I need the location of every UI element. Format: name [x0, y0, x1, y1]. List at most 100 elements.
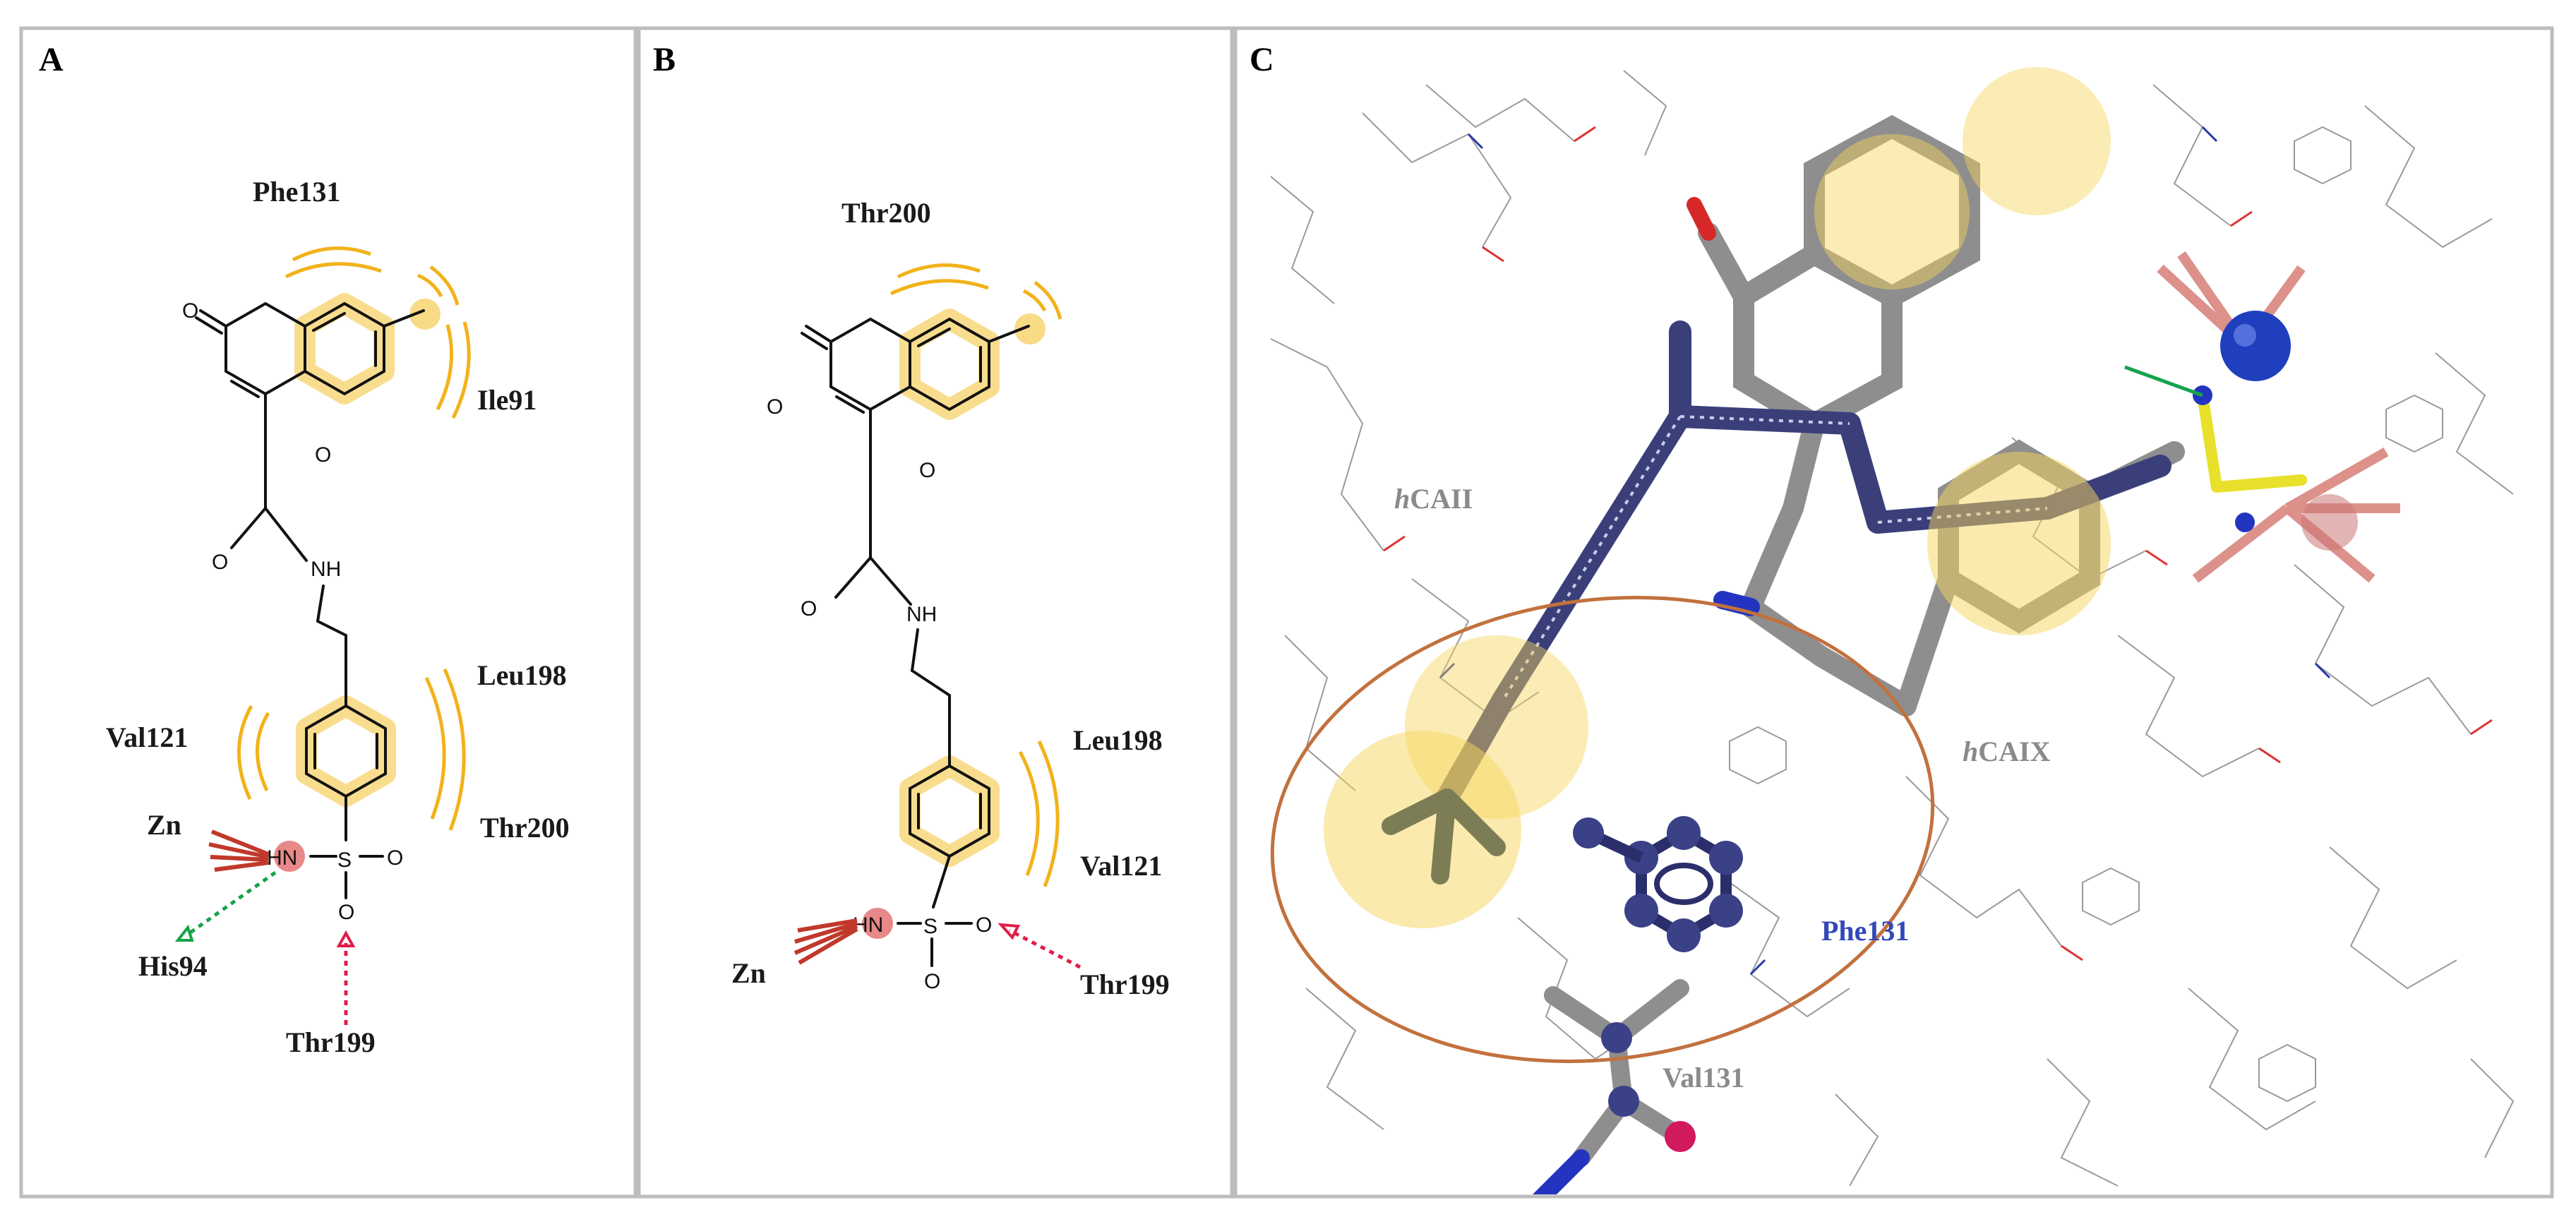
panel-a-hydrophobic-arc-ile91: [451, 321, 471, 419]
panel-a-zn-contact: [214, 861, 269, 872]
panel-b-atom-o-down: O: [924, 970, 940, 993]
panel-b-hbond-arrow-thr199: [998, 923, 1021, 940]
panel-a-atom-o-right: O: [387, 846, 403, 870]
panel-a-hbond-arrow-thr199: [336, 930, 356, 947]
panel-a-amide-co-bond: [230, 507, 267, 549]
panel-a-double-bond: [230, 380, 260, 398]
panel-c-phe131-atom: [1709, 894, 1743, 928]
panel-a-atom-ring-o: O: [315, 443, 331, 467]
panel-a-methyl-bond: [383, 309, 425, 328]
panel-b-methyl-bond: [988, 325, 1030, 343]
panel-b-atom-hn: HN: [853, 913, 883, 937]
panel-a-atom-hn: HN: [267, 846, 297, 870]
panel-b-atom-o-right: O: [976, 913, 992, 937]
panel-b-diagram: O O O NH S HN O O Thr200 Leu: [731, 197, 1170, 1000]
panel-b-label-thr200: Thr200: [841, 197, 931, 229]
panel-c-letter: C: [1250, 41, 1274, 78]
panel-b-cs-bond: [932, 855, 951, 909]
panel-a-linker-bond: [316, 584, 325, 623]
panel-c-protein-wireframe: [1270, 70, 2515, 1187]
panel-b-zn-contact: [798, 927, 858, 965]
panel-a-atom-s: S: [337, 849, 352, 872]
panel-b-hbond-thr199: [1008, 928, 1082, 969]
panel-b-hydrophobic-arc-methyl: [1034, 280, 1062, 320]
panel-c-o-sphere: [2301, 494, 2358, 551]
panel-a-double-bond: [312, 312, 346, 332]
panel-c-label-hcaix: hCAIX: [1963, 736, 2051, 767]
panel-a-frame: [19, 26, 637, 1199]
panel-a-hydrophobic-arc-methyl: [417, 273, 443, 298]
panel-a-label-thr199: Thr199: [286, 1026, 376, 1058]
panel-b-atom-ring-o: O: [919, 459, 935, 482]
panel-c-cf3-group: [1382, 789, 1506, 885]
panel-a-letter: A: [39, 41, 64, 78]
panel-b-double-bond: [917, 328, 951, 347]
panel-b-label-val121: Val121: [1080, 850, 1162, 882]
panel-b-zn-contact: [797, 918, 858, 933]
panel-b-linker-bond: [911, 669, 951, 697]
panel-a-hydrophobic-arc-methyl: [429, 265, 460, 306]
panel-b-atom-s: S: [923, 915, 937, 938]
panel-b-methyl-highlight: [1014, 313, 1046, 344]
panel-a-zn-contact: [210, 829, 270, 856]
panel-a-pyrone-ring: [224, 301, 306, 396]
panel-b-atom-amide-nh: NH: [906, 603, 937, 626]
panel-b-frame: [637, 26, 1234, 1199]
panel-b-zn-contact: [794, 921, 858, 944]
panel-c-phe131-atom: [1709, 841, 1743, 875]
panel-c-render: hCAII hCAIX Phe131 Val131: [1270, 67, 2515, 1194]
panel-b-hydrophobic-arc-thr200: [889, 279, 989, 296]
panel-b-zn-contact: [793, 924, 858, 955]
panel-c-highlight-ellipse: [1270, 596, 1935, 1063]
panel-a-hydrophobic-arc-phe131: [292, 246, 371, 262]
panel-c-hydrophobic-sphere: [1927, 452, 2111, 635]
panel-b-nh-highlight: [862, 908, 893, 939]
panel-c-label-val131: Val131: [1663, 1062, 1744, 1093]
panel-a-linker-bond: [316, 620, 347, 637]
panel-c-ligand-amide-n: [1713, 591, 1760, 616]
panel-c-wire-nitrogens: [1439, 126, 2331, 976]
panel-a-zn-contact: [210, 855, 269, 862]
panel-a-label-zn: Zn: [147, 809, 181, 841]
panel-c-phe131-atom: [1667, 816, 1701, 850]
panel-a-diagram: O O O NH S HN O O: [106, 176, 570, 1058]
panel-b-label-zn: Zn: [731, 957, 766, 989]
panel-a-label-phe131: Phe131: [253, 176, 340, 208]
panel-a-amide-cn-bond: [264, 507, 308, 562]
panel-c-hydrophobic-sphere: [1963, 67, 2111, 215]
panel-c-phe131-atom: [1667, 918, 1701, 952]
panel-b-ketone-bond: [805, 325, 832, 343]
panel-c-phe131-atom: [1573, 817, 1604, 849]
panel-a-label-leu198: Leu198: [477, 659, 567, 691]
panel-c-label-hcaii: hCAII: [1394, 483, 1473, 515]
panel-a-ring-o-bg: [311, 443, 336, 464]
panel-c-zinc-ion: [2220, 311, 2291, 381]
panel-b-atom-amide-o: O: [801, 597, 817, 621]
panel-b-amide-cn-bond: [869, 556, 912, 606]
panel-b-linker-bond: [911, 628, 919, 672]
panel-c-label-phe131: Phe131: [1821, 915, 1909, 947]
panel-b-hydrophobic-arc-leu198: [1037, 740, 1060, 887]
panel-a-hydrophobic-arc-leu198: [443, 668, 466, 831]
panel-a-hbond-arrow-his94: [174, 924, 194, 942]
panel-c-ligand-carbonyl-o: [1687, 197, 1716, 241]
panel-a-atom-amide-nh: NH: [311, 558, 341, 581]
panel-b-label-thr199: Thr199: [1080, 969, 1170, 1000]
panel-a-zn-contact: [208, 842, 269, 859]
panel-b-ketone-bond: [801, 332, 828, 350]
panel-c-phe131-residue: [1573, 816, 1743, 952]
panel-b-hydrophobic-arc-thr200: [897, 263, 981, 279]
panel-c-hydrophobic-sphere: [1324, 731, 1521, 928]
panel-a-hbond-his94: [185, 870, 277, 937]
panel-a-label-thr200: Thr200: [480, 812, 570, 844]
panel-a-label-ile91: Ile91: [477, 384, 537, 416]
panel-b-letter: B: [653, 41, 676, 78]
panel-c-sulfonamide-n: [2235, 512, 2255, 532]
panel-c-val131-atom: [1601, 1022, 1632, 1053]
panel-c-sulfonamide: [2197, 390, 2307, 493]
panel-a-hydrophobic-arc-val121: [237, 705, 253, 801]
panel-c-phe131-atom: [1624, 894, 1658, 928]
panel-c-val131-nitrogen: [1533, 1149, 1590, 1194]
